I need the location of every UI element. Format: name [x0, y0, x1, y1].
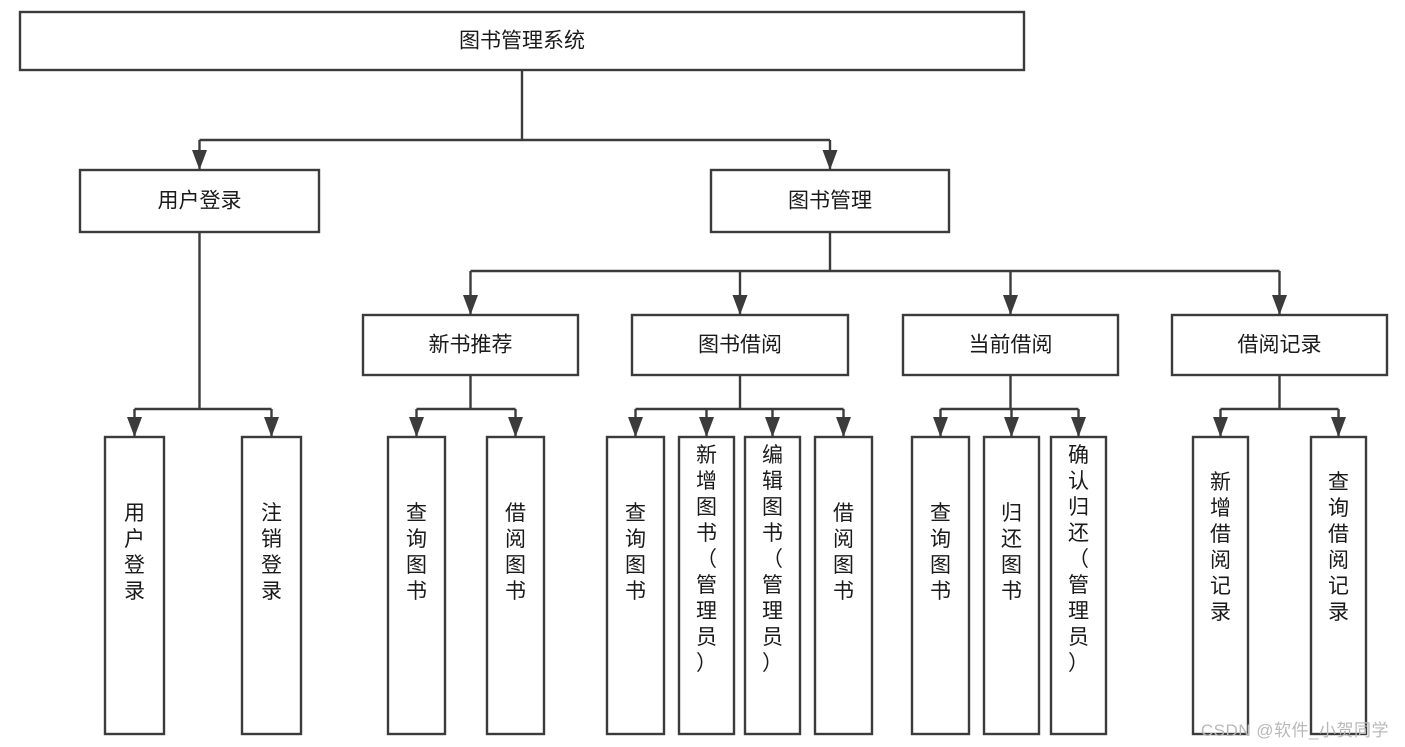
node-box[interactable]	[386, 435, 447, 736]
node-box[interactable]	[78, 168, 321, 234]
arrow-head-icon	[765, 417, 780, 437]
node-label: 注销登录	[261, 502, 282, 603]
arrow-head-icon	[1272, 295, 1287, 315]
node-label: 查询图书	[406, 502, 427, 603]
flow-node[interactable]: 用户登录	[103, 435, 166, 736]
node-label: 借阅图书	[833, 502, 854, 603]
arrow-head-icon	[628, 417, 643, 437]
flow-node[interactable]: 图书管理系统	[18, 10, 1026, 72]
node-label: 编辑图书（管理员）	[762, 444, 783, 675]
arrow-head-icon	[836, 417, 851, 437]
node-label: 查询借阅记录	[1328, 471, 1349, 624]
arrow-head-icon	[192, 150, 207, 170]
flow-node[interactable]: 用户登录	[78, 168, 321, 234]
flow-node[interactable]: 注销登录	[240, 435, 303, 736]
node-label: 图书管理	[788, 190, 872, 213]
flow-node[interactable]: 编辑图书（管理员）	[743, 435, 802, 736]
node-box[interactable]	[743, 435, 802, 736]
flow-node[interactable]: 借阅图书	[485, 435, 546, 736]
arrow-head-icon	[699, 417, 714, 437]
node-box[interactable]	[485, 435, 546, 736]
connector-layer	[127, 70, 1346, 437]
arrow-head-icon	[409, 417, 424, 437]
arrow-head-icon	[508, 417, 523, 437]
arrow-head-icon	[822, 150, 838, 170]
flow-node[interactable]: 图书借阅	[630, 313, 850, 377]
node-box[interactable]	[630, 313, 850, 377]
arrow-head-icon	[1004, 417, 1019, 437]
node-box[interactable]	[910, 435, 971, 736]
flow-node[interactable]: 确认归还（管理员）	[1049, 435, 1108, 736]
node-box[interactable]	[1309, 435, 1368, 736]
flow-node[interactable]: 新书推荐	[361, 313, 580, 377]
node-box[interactable]	[1170, 313, 1389, 377]
arrow-head-icon	[264, 417, 279, 437]
node-box[interactable]	[813, 435, 874, 736]
node-label: 图书借阅	[698, 334, 782, 357]
node-box[interactable]	[677, 435, 736, 736]
flow-node[interactable]: 当前借阅	[901, 313, 1120, 377]
node-box[interactable]	[605, 435, 666, 736]
node-box[interactable]	[1191, 435, 1250, 736]
node-box[interactable]	[240, 435, 303, 736]
flow-node[interactable]: 查询借阅记录	[1309, 435, 1368, 736]
node-box[interactable]	[1049, 435, 1108, 736]
arrow-head-icon	[732, 295, 748, 315]
arrow-head-icon	[1071, 417, 1086, 437]
node-label: 查询图书	[625, 502, 646, 603]
flow-node[interactable]: 归还图书	[982, 435, 1041, 736]
node-label: 归还图书	[1001, 502, 1022, 603]
node-box[interactable]	[103, 435, 166, 736]
node-box[interactable]	[901, 313, 1120, 377]
node-box[interactable]	[18, 10, 1026, 72]
node-label: 查询图书	[930, 502, 951, 603]
node-label: 新增图书（管理员）	[696, 444, 717, 675]
flow-node[interactable]: 查询图书	[386, 435, 447, 736]
flow-node[interactable]: 新增借阅记录	[1191, 435, 1250, 736]
arrow-head-icon	[1213, 417, 1228, 437]
node-label: 借阅记录	[1238, 334, 1322, 357]
node-layer: 图书管理系统用户登录用户登录注销登录图书管理新书推荐查询图书借阅图书图书借阅查询…	[18, 10, 1389, 736]
arrow-head-icon	[1331, 417, 1346, 437]
node-box[interactable]	[709, 168, 951, 234]
arrow-head-icon	[463, 295, 478, 315]
flow-node[interactable]: 借阅记录	[1170, 313, 1389, 377]
node-box[interactable]	[361, 313, 580, 377]
node-box[interactable]	[982, 435, 1041, 736]
node-label: 新增借阅记录	[1210, 471, 1231, 624]
node-label: 新书推荐	[429, 334, 513, 357]
arrow-head-icon	[127, 417, 142, 437]
node-label: 借阅图书	[505, 502, 526, 603]
flow-node[interactable]: 新增图书（管理员）	[677, 435, 736, 736]
flow-node[interactable]: 查询图书	[910, 435, 971, 736]
node-label: 确认归还（管理员）	[1068, 444, 1089, 675]
flow-node[interactable]: 借阅图书	[813, 435, 874, 736]
node-label: 当前借阅	[969, 334, 1053, 357]
node-label: 用户登录	[158, 190, 242, 213]
arrow-head-icon	[933, 417, 948, 437]
node-label: 用户登录	[124, 502, 145, 603]
node-label: 图书管理系统	[459, 30, 585, 53]
arrow-head-icon	[1003, 295, 1018, 315]
flow-node[interactable]: 图书管理	[709, 168, 951, 234]
flow-node[interactable]: 查询图书	[605, 435, 666, 736]
